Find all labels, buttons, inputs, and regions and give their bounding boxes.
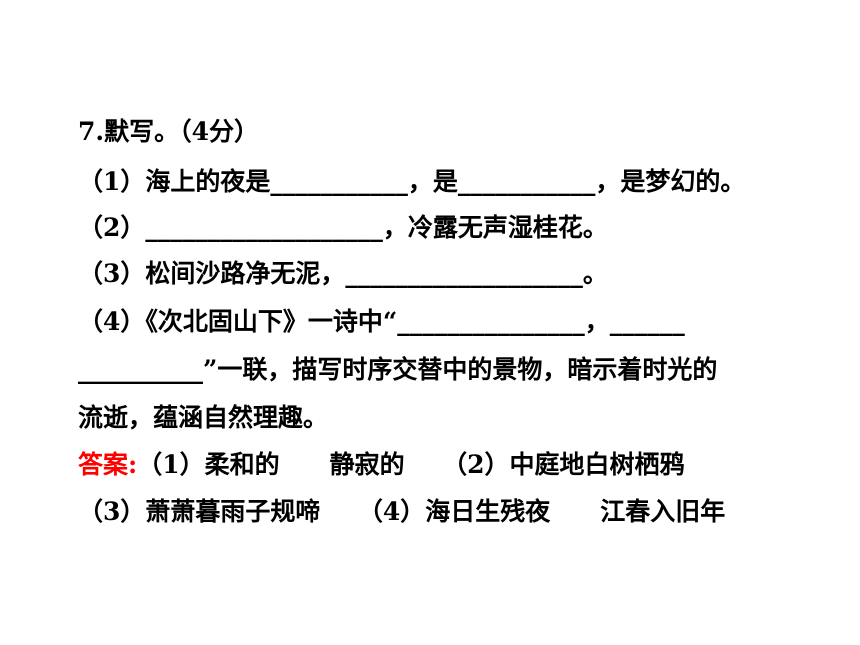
question-item-4: （4）《次北固山下》一诗中“_______________，______ [78, 307, 685, 336]
question-heading: 7.默写。（4分） [78, 117, 259, 146]
answer-line-1: 答案:（1）柔和的 静寂的 （2）中庭地白树栖鸦 [78, 449, 685, 481]
question-item-1: （1）海上的夜是___________，是___________，是梦幻的。 [78, 167, 746, 196]
question-item-2: （2）___________________，冷露无声湿桂花。 [78, 213, 608, 242]
question-item-4-cont: __________”一联，描写时序交替中的景物，暗示着时光的 [78, 355, 718, 384]
answer-text-1: （1）柔和的 静寂的 （2）中庭地白树栖鸦 [137, 450, 685, 479]
answer-label: 答案: [78, 450, 138, 479]
question-item-4-end: 流逝，蕴涵自然理趣。 [78, 403, 329, 432]
question-item-3: （3）松间沙路净无泥，___________________。 [78, 259, 608, 288]
answer-line-2: （3）萧萧暮雨子规啼 （4）海日生残夜 江春入旧年 [78, 497, 726, 526]
